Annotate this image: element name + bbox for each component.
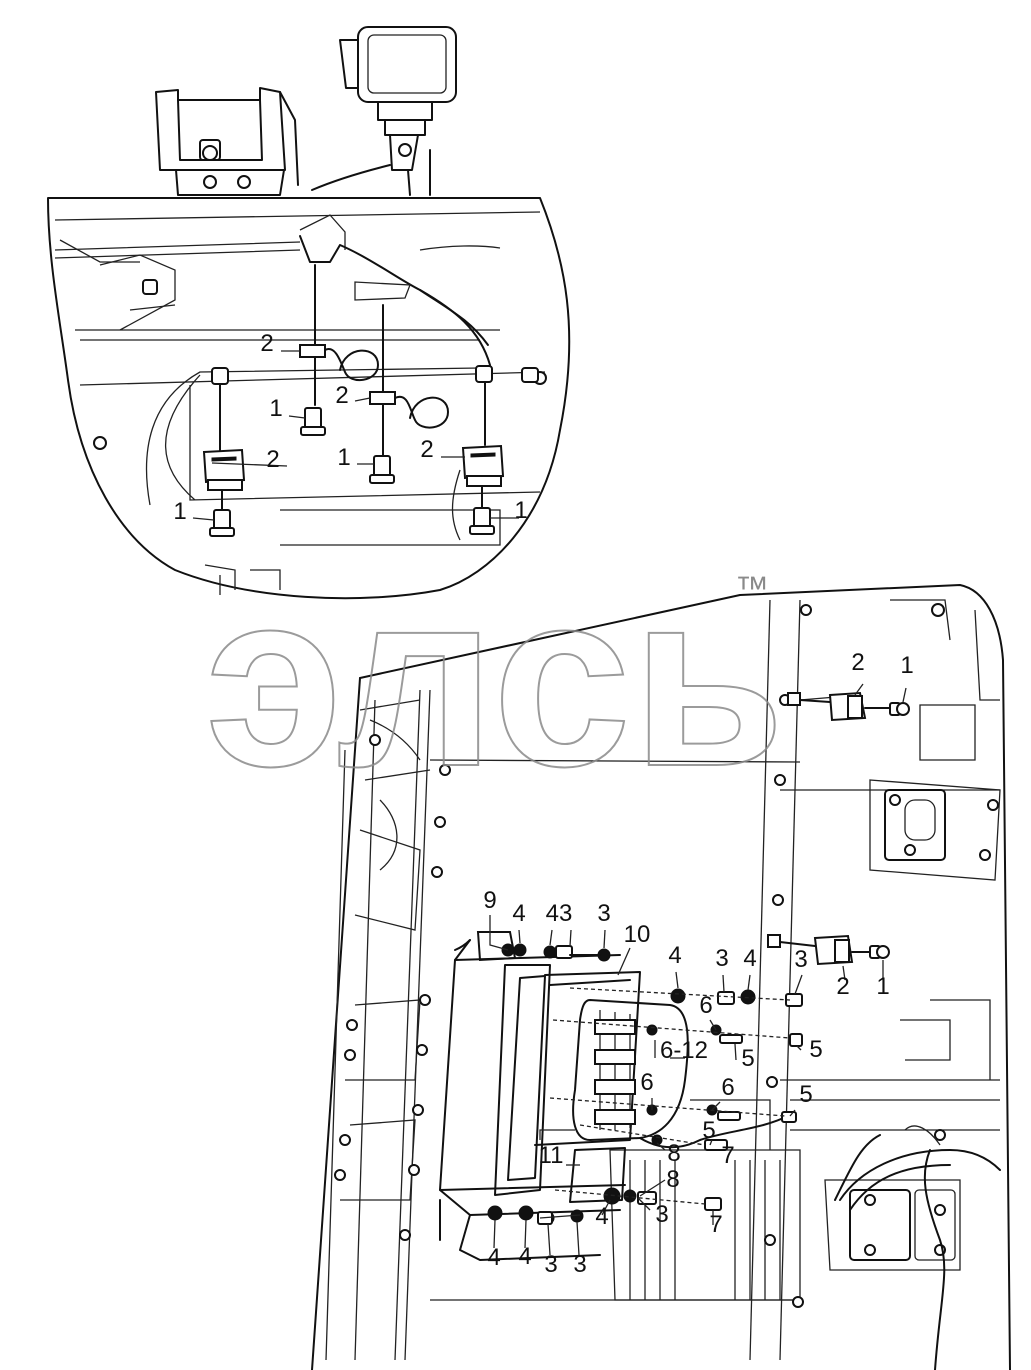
callout-main-11: 11 — [539, 1142, 564, 1169]
callout-main-5d: 5 — [702, 1117, 715, 1144]
callout-main-2b: 2 — [836, 973, 849, 1000]
callout-detail-2d: 2 — [420, 436, 433, 463]
connector-upper — [787, 683, 910, 722]
work-lamp — [311, 26, 457, 196]
callout-main-5b: 5 — [809, 1036, 822, 1063]
main-leaders — [489, 915, 803, 1256]
callout-main-43: 43 — [546, 900, 573, 927]
main-outline — [359, 584, 1011, 1370]
callout-main-7b: 7 — [709, 1211, 722, 1238]
callout-detail-1b: 1 — [337, 444, 350, 471]
mount-block — [155, 87, 299, 196]
watermark-text: элсь — [205, 539, 785, 818]
callout-main-8b: 8 — [666, 1166, 679, 1193]
callout-main-5a: 5 — [741, 1045, 754, 1072]
callout-main-2a: 2 — [851, 649, 864, 676]
callout-main-3f: 3 — [573, 1251, 586, 1278]
callout-main-3d: 3 — [655, 1201, 668, 1228]
callout-detail-1d: 1 — [514, 497, 527, 524]
fasteners — [487, 943, 803, 1225]
callout-main-3a: 3 — [597, 900, 610, 927]
callout-main-4c: 4 — [743, 945, 756, 972]
callout-detail-1c: 1 — [173, 498, 186, 525]
callout-main-4f: 4 — [518, 1243, 531, 1270]
callout-main-4b: 4 — [668, 942, 681, 969]
detail-frame — [54, 211, 547, 595]
detail-leaders — [192, 350, 519, 521]
callout-main-10: 10 — [624, 921, 651, 948]
callout-main-3c: 3 — [794, 946, 807, 973]
callout-detail-2c: 2 — [266, 446, 279, 473]
callout-main-5c: 5 — [799, 1081, 812, 1108]
callout-main-9: 9 — [483, 887, 496, 914]
callout-main-6c: 6 — [721, 1074, 734, 1101]
callout-main-6b: 6 — [640, 1069, 653, 1096]
callout-detail-2b: 2 — [335, 382, 348, 409]
main-frame — [325, 599, 1001, 1370]
detail-clamps — [202, 264, 539, 537]
main-view — [311, 584, 1011, 1370]
callout-main-612: 6-12 — [660, 1037, 708, 1064]
callout-main-4a: 4 — [512, 900, 525, 927]
top-detail-view — [47, 26, 571, 600]
detail-outline — [47, 197, 571, 600]
callout-main-6a: 6 — [699, 992, 712, 1019]
callout-main-3e: 3 — [544, 1251, 557, 1278]
watermark: элсь ™ — [204, 538, 786, 819]
callout-main-4e: 4 — [487, 1244, 500, 1271]
callout-main-1b: 1 — [876, 973, 889, 1000]
callout-detail-1a: 1 — [269, 395, 282, 422]
callout-main-7a: 7 — [721, 1142, 734, 1169]
connector-middle — [767, 934, 890, 981]
watermark-tm: ™ — [735, 570, 769, 608]
callout-main-3b: 3 — [715, 945, 728, 972]
callout-main-1a: 1 — [900, 652, 913, 679]
callout-main-8a: 8 — [667, 1140, 680, 1167]
callout-detail-2a: 2 — [260, 330, 273, 357]
callout-main-4d: 4 — [595, 1203, 608, 1230]
